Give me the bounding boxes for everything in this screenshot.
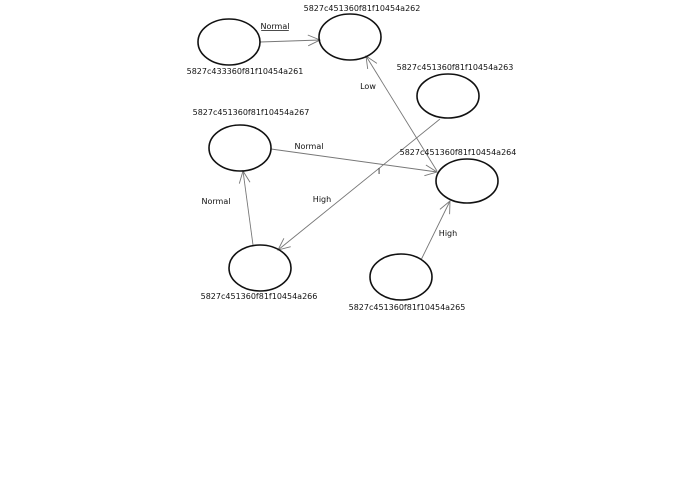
edge-label-e6: High (439, 229, 457, 238)
edge-n267-to-n264 (270, 148, 438, 173)
edge-n266-to-n267 (242, 170, 254, 246)
stray-mark: I (378, 167, 380, 176)
node-n266[interactable] (228, 244, 292, 292)
edge-label-e2: Low (360, 82, 376, 91)
edge-label-e5: Normal (202, 197, 231, 206)
node-label-n265: 5827c451360f81f10454a265 (349, 303, 466, 312)
edge-n264-to-n262 (365, 55, 438, 172)
arrow-head-icon (424, 164, 439, 177)
node-label-n264: 5827c451360f81f10454a264 (400, 148, 517, 157)
node-n261[interactable] (197, 18, 261, 66)
node-n262[interactable] (318, 13, 382, 61)
node-label-n266: 5827c451360f81f10454a266 (201, 292, 318, 301)
edge-n261-to-n262 (259, 39, 321, 43)
node-label-n267: 5827c451360f81f10454a267 (193, 108, 310, 117)
node-label-n261: 5827c433360f81f10454a261 (187, 67, 304, 76)
node-label-n263: 5827c451360f81f10454a263 (397, 63, 514, 72)
edges-layer (238, 34, 451, 261)
edge-label-e4: High (313, 195, 331, 204)
node-n263[interactable] (416, 73, 480, 119)
edge-n265-to-n264 (420, 200, 451, 261)
edge-label-e3: Normal (295, 142, 324, 151)
labels-layer: NormalLowNormalHighNormalHigh5827c433360… (187, 4, 517, 312)
edge-n263-to-n266 (277, 118, 441, 251)
node-n264[interactable] (435, 158, 499, 204)
node-n267[interactable] (208, 124, 272, 172)
arrow-head-icon (439, 200, 451, 215)
node-n265[interactable] (369, 253, 433, 301)
edge-label-e1: Normal (261, 22, 290, 31)
node-label-n262: 5827c451360f81f10454a262 (304, 4, 421, 13)
nodes-layer (197, 13, 499, 301)
